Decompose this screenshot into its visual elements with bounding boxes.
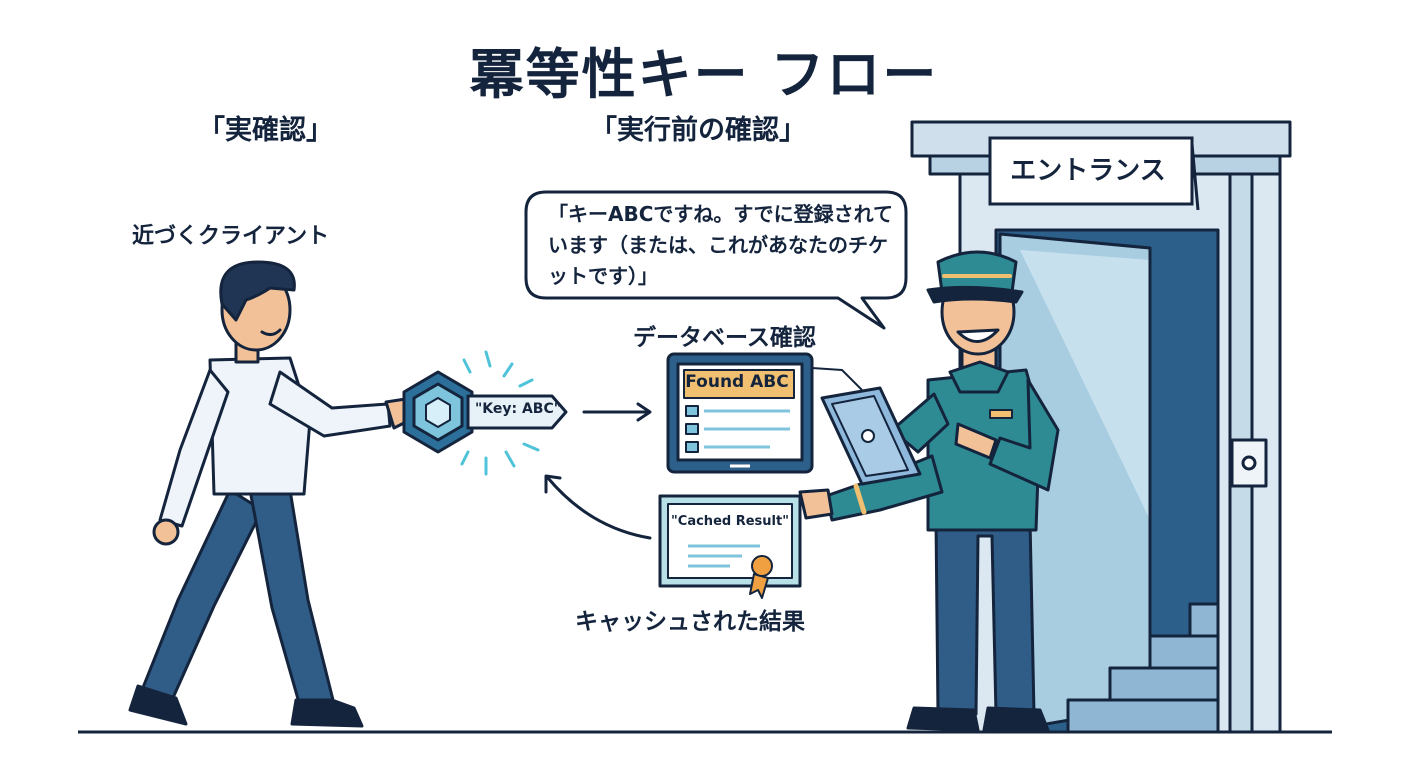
staff-tablet [811, 367, 922, 486]
cache-label: キャッシュされた結果 [575, 609, 805, 635]
speech-bubble-text: 「キーABCですね。すでに登録されています（または、これがあなたのチケットです）… [548, 202, 894, 288]
database-monitor [666, 352, 814, 474]
client-person [128, 260, 420, 728]
entrance-sign-board [988, 136, 1194, 206]
key-glow-lines [460, 350, 540, 476]
key-tag-label: "Key: ABC" [474, 401, 562, 417]
flow-arrows [544, 402, 652, 540]
certificate-text: "Cached Result" [671, 514, 789, 529]
page-title: 冪等性キー フロー [469, 43, 939, 106]
subtitle-center: 「実行前の確認」 [590, 115, 806, 146]
speech-bubble-shape [524, 190, 908, 330]
database-screen-text: Found ABC [685, 372, 789, 392]
subtitle-left: 「実確認」 [198, 115, 333, 146]
database-label: データベース確認 [633, 325, 816, 351]
entrance-sign-shadow [1190, 143, 1200, 211]
client-label: 近づくクライアント [132, 224, 330, 249]
key-token [402, 370, 568, 454]
cached-certificate [658, 494, 802, 599]
entrance-sign: エントランス [1010, 156, 1166, 186]
